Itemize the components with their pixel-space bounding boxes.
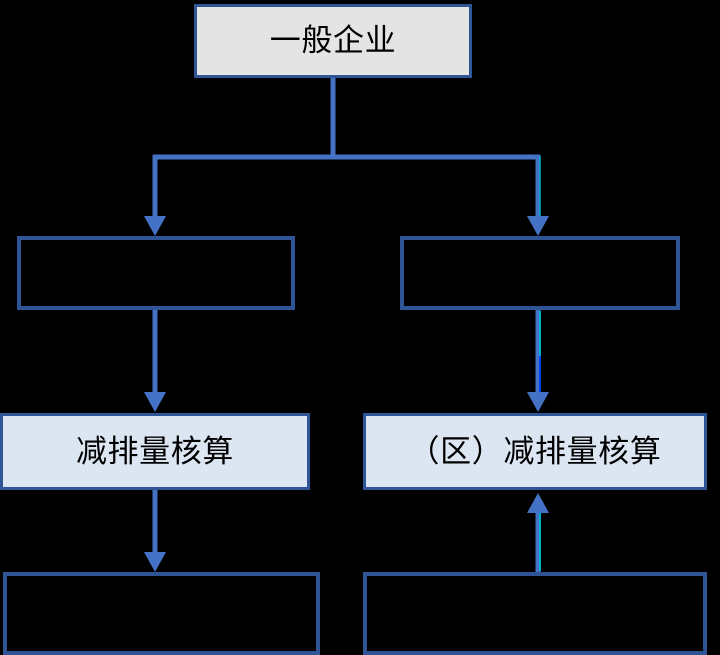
node-district-emission-reduction-accounting[interactable]: （区）减排量核算 [363, 413, 707, 490]
left-accent-bottom-arrowhead [144, 552, 166, 572]
node-level2-right[interactable] [400, 236, 680, 310]
connector-root-split [0, 0, 720, 240]
root-right-arrowhead [527, 216, 549, 236]
node-level4-left[interactable] [3, 572, 320, 655]
connector-right-bottom-to-accent [360, 485, 720, 585]
left-mid-accent-arrowhead [144, 392, 166, 412]
node-level2-left[interactable] [17, 236, 295, 310]
root-left-arrowhead [144, 216, 166, 236]
node-root-general-enterprise[interactable]: 一般企业 [194, 4, 472, 78]
right-mid-accent-arrowhead [527, 392, 549, 412]
node-emission-reduction-accounting[interactable]: 减排量核算 [0, 413, 310, 490]
connector-left-mid-to-accent [0, 300, 360, 430]
right-bottom-accent-arrowhead [527, 493, 549, 513]
connector-right-mid-to-accent [360, 300, 720, 430]
connector-left-accent-to-bottom [0, 485, 360, 585]
node-level4-right[interactable] [363, 572, 707, 655]
